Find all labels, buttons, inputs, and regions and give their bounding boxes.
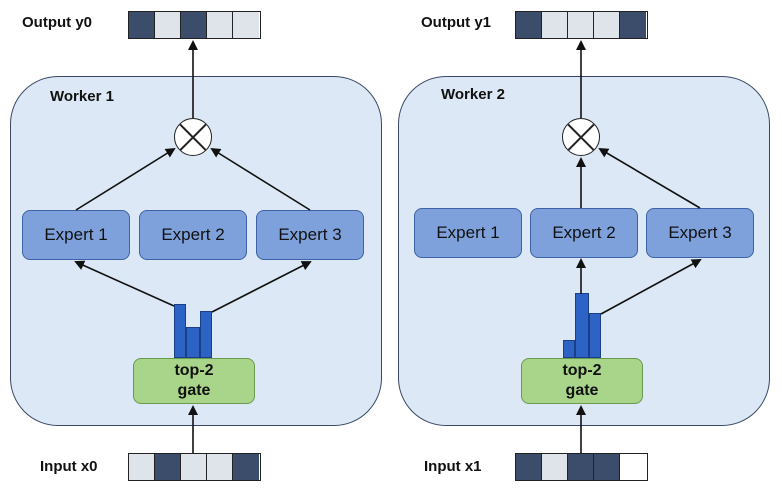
output-vector-0: [128, 11, 261, 39]
vector-cell: [207, 12, 233, 38]
multiply-icon: [174, 118, 212, 156]
expert-3: Expert 3: [256, 210, 364, 260]
vector-cell: [594, 12, 620, 38]
input-vector-0: [128, 453, 261, 481]
vector-cell: [568, 12, 594, 38]
gate-label-line2: gate: [565, 382, 599, 399]
vector-cell: [516, 12, 542, 38]
top2-gate: top-2 gate: [521, 358, 643, 404]
expert-1: Expert 1: [414, 208, 522, 258]
vector-cell: [155, 454, 181, 480]
gate-score-bar: [186, 327, 200, 358]
arrow: [210, 147, 311, 211]
gate-score-bar: [174, 304, 186, 358]
input-label-0: Input x0: [40, 458, 98, 475]
arrow: [75, 147, 176, 211]
gate-label-line1: top-2: [562, 362, 602, 379]
arrow: [74, 260, 175, 307]
gate-score-bar: [575, 293, 589, 358]
vector-cell: [129, 454, 155, 480]
expert-2: Expert 2: [139, 210, 247, 260]
gate-score-bar: [200, 311, 212, 358]
input-vector-1: [515, 453, 648, 481]
vector-cell: [568, 454, 594, 480]
multiply-icon: [562, 118, 600, 156]
top2-gate: top-2 gate: [133, 358, 255, 404]
vector-cell: [594, 454, 620, 480]
output-label-0: Output y0: [22, 14, 92, 31]
arrow: [598, 147, 701, 209]
expert-3: Expert 3: [646, 208, 754, 258]
output-vector-1: [515, 11, 648, 39]
vector-cell: [181, 12, 207, 38]
vector-cell: [233, 454, 259, 480]
gate-label-line2: gate: [177, 382, 211, 399]
output-label-1: Output y1: [421, 14, 491, 31]
arrow: [211, 261, 312, 313]
input-label-1: Input x1: [424, 458, 482, 475]
vector-cell: [620, 12, 646, 38]
vector-cell: [542, 12, 568, 38]
worker-title-1: Worker 1: [50, 88, 114, 105]
vector-cell: [155, 12, 181, 38]
expert-1: Expert 1: [22, 210, 130, 260]
vector-cell: [620, 454, 646, 480]
expert-2: Expert 2: [530, 208, 638, 258]
vector-cell: [207, 454, 233, 480]
vector-cell: [129, 12, 155, 38]
vector-cell: [181, 454, 207, 480]
vector-cell: [542, 454, 568, 480]
worker-title-2: Worker 2: [441, 86, 505, 103]
vector-cell: [516, 454, 542, 480]
vector-cell: [233, 12, 259, 38]
arrow: [600, 259, 702, 315]
gate-label-line1: top-2: [174, 362, 214, 379]
gate-score-bar: [563, 340, 575, 358]
gate-score-bar: [589, 313, 601, 358]
